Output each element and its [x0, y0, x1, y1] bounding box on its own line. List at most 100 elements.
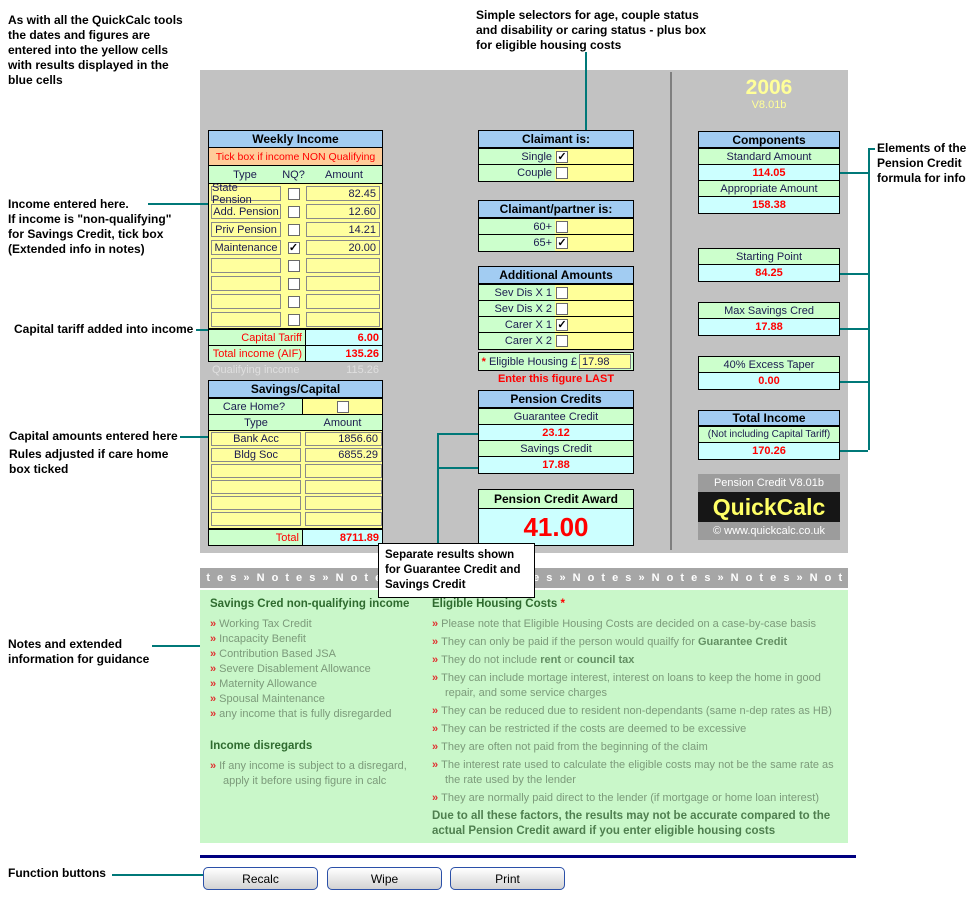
recalc-button[interactable]: Recalc: [203, 867, 318, 890]
arrow-icon: »: [210, 678, 217, 690]
nq-checkbox[interactable]: [287, 187, 300, 200]
income-type-cell[interactable]: [211, 276, 281, 291]
eligible-housing-input[interactable]: [579, 354, 631, 369]
print-button[interactable]: Print: [450, 867, 565, 890]
income-type-cell[interactable]: [211, 258, 281, 273]
table-row: [209, 512, 382, 526]
income-type-cell[interactable]: [211, 312, 281, 327]
claimant-option-couple: Couple: [479, 165, 633, 181]
savings-type-cell[interactable]: Bank Acc: [211, 432, 301, 446]
income-type-cell[interactable]: State Pension: [211, 182, 281, 206]
savings-amount-cell[interactable]: 1856.60: [305, 432, 382, 446]
starting-point-box: Starting Point 84.25: [698, 248, 840, 282]
pension-credits-header: Pension Credits: [478, 390, 634, 408]
nq-checkbox[interactable]: [287, 223, 300, 236]
weekly-income-table: State Pension 82.45 Add. Pension 12.60 P…: [208, 182, 383, 329]
annotation-capital-amounts: Capital amounts entered here Rules adjus…: [9, 429, 178, 476]
connector-line: [840, 273, 868, 275]
couple-checkbox[interactable]: [556, 167, 568, 179]
required-star: *: [560, 598, 565, 610]
income-amount-cell[interactable]: 14.21: [306, 222, 380, 237]
income-amount-cell[interactable]: [306, 312, 380, 327]
income-amount-cell[interactable]: [306, 294, 380, 309]
savings-amount-cell[interactable]: [305, 512, 382, 526]
arrow-icon: »: [210, 663, 217, 675]
nq-checkbox[interactable]: [287, 277, 300, 290]
sev-dis-1-checkbox[interactable]: [556, 286, 568, 299]
income-amount-cell[interactable]: [306, 276, 380, 291]
nq-checkbox[interactable]: [287, 313, 300, 326]
nq-checkbox[interactable]: [287, 205, 300, 218]
table-row: Add. Pension 12.60: [209, 203, 382, 220]
additional-amounts-options: Sev Dis X 1 Sev Dis X 2 Carer X 1 ✓ Care…: [478, 284, 634, 350]
table-row: Maintenance ✓ 20.00: [209, 239, 382, 256]
total-income-value: 170.26: [699, 443, 839, 459]
connector-line: [840, 450, 868, 452]
carer-1-row: Carer X 1 ✓: [479, 317, 633, 333]
list-item: »Please note that Eligible Housing Costs…: [432, 618, 816, 630]
qualifying-income-label: Qualifying income: [212, 364, 300, 376]
logo-name: QuickCalc: [698, 492, 840, 522]
income-amount-cell[interactable]: [306, 258, 380, 273]
table-row: [209, 275, 382, 292]
age-60-label: 60+: [479, 219, 555, 234]
income-type-cell[interactable]: Maintenance: [211, 240, 281, 255]
connector-line: [196, 329, 208, 331]
starting-point-value: 84.25: [699, 265, 839, 281]
nq-checkbox[interactable]: [287, 259, 300, 272]
qualifying-income-row: Qualifying income 115.26: [208, 362, 383, 378]
savings-type-cell[interactable]: [211, 464, 301, 478]
arrow-icon: »: [432, 618, 439, 630]
income-type-cell[interactable]: Priv Pension: [211, 222, 281, 237]
savings-amount-cell[interactable]: [305, 480, 382, 494]
income-type-cell[interactable]: Add. Pension: [211, 204, 281, 219]
annotation-capital-tariff: Capital tariff added into income: [14, 322, 194, 336]
total-income-subtitle: (Not including Capital Tariff): [699, 427, 839, 443]
carer-2-checkbox[interactable]: [556, 335, 568, 347]
annotation-income-entry: Income entered here.If income is "non-qu…: [8, 197, 172, 256]
logo-copyright: © www.quickcalc.co.uk: [698, 522, 840, 540]
list-item: »They do not include rent or council tax: [432, 654, 635, 666]
list-item: »If any income is subject to a disregard…: [210, 760, 407, 787]
weekly-income-column-headers: Type NQ? Amount: [208, 166, 383, 184]
arrow-icon: »: [210, 648, 217, 660]
age-65-checkbox[interactable]: ✓: [556, 237, 568, 249]
nq-checkbox[interactable]: [287, 295, 300, 308]
care-home-checkbox[interactable]: [336, 400, 349, 413]
sev-dis-2-row: Sev Dis X 2: [479, 301, 633, 317]
components-header: Components: [698, 131, 840, 148]
appropriate-amount-value: 158.38: [699, 197, 839, 213]
notes-panel: [200, 590, 848, 843]
wipe-button[interactable]: Wipe: [327, 867, 442, 890]
savings-type-cell[interactable]: [211, 480, 301, 494]
eligible-housing-costs-heading: Eligible Housing Costs *: [432, 598, 565, 610]
list-item: »Spousal Maintenance: [210, 693, 325, 705]
list-item: »They can only be paid if the person wou…: [432, 636, 788, 648]
total-income-aif-value: 135.26: [306, 346, 382, 361]
savings-amount-cell[interactable]: 6855.29: [305, 448, 382, 462]
connector-line: [437, 433, 439, 543]
nq-checkbox[interactable]: ✓: [287, 241, 300, 254]
sev-dis-2-checkbox[interactable]: [556, 302, 568, 315]
table-row: State Pension 82.45: [209, 182, 382, 206]
carer-1-checkbox[interactable]: ✓: [556, 318, 568, 331]
income-amount-cell[interactable]: 82.45: [306, 186, 380, 201]
savings-type-cell[interactable]: [211, 496, 301, 510]
nq-income-heading: Savings Cred non-qualifying income: [210, 598, 410, 610]
income-amount-cell[interactable]: 12.60: [306, 204, 380, 219]
income-disregards-heading: Income disregards: [210, 740, 313, 752]
sev-dis-1-label: Sev Dis X 1: [479, 285, 555, 300]
claimant-option-single: Single ✓: [479, 149, 633, 165]
savings-type-cell[interactable]: Bldg Soc: [211, 448, 301, 462]
income-amount-cell[interactable]: 20.00: [306, 240, 380, 255]
list-item: »The interest rate used to calculate the…: [432, 759, 834, 786]
arrow-icon: »: [432, 792, 439, 804]
income-type-cell[interactable]: [211, 294, 281, 309]
savings-type-cell[interactable]: [211, 512, 301, 526]
list-item: »They are often not paid from the beginn…: [432, 741, 708, 753]
single-checkbox[interactable]: ✓: [556, 150, 568, 163]
savings-amount-cell[interactable]: [305, 496, 382, 510]
savings-amount-cell[interactable]: [305, 464, 382, 478]
age-60-checkbox[interactable]: [556, 220, 568, 233]
